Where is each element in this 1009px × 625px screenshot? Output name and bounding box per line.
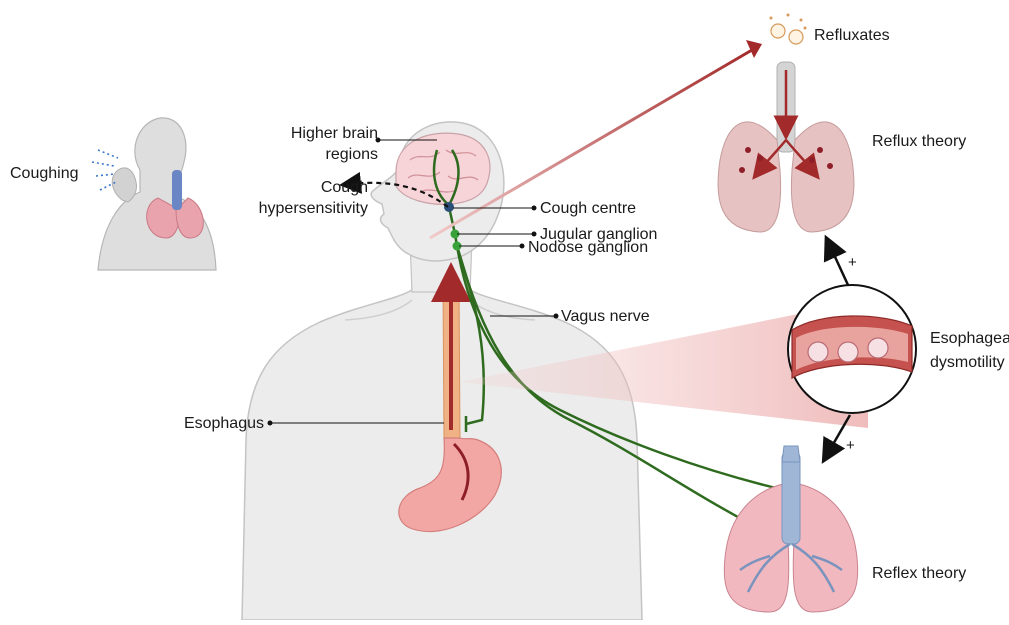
higher-brain-label-line1: Higher brain: [291, 125, 378, 142]
cough-centre-node: [444, 202, 454, 212]
reflux-theory-label: Reflux theory: [872, 133, 966, 150]
reflex-theory-label: Reflex theory: [872, 565, 966, 582]
esophagus-tube: [443, 282, 460, 440]
esophageal-dysmotility-inset: [788, 285, 916, 413]
refluxates-label: Refluxates: [814, 27, 890, 44]
lungs-icon-reflex: [724, 446, 858, 612]
coughing-person-icon: [92, 118, 216, 270]
plus-sign-reflux: +: [848, 254, 857, 271]
arrow-to-reflux-theory: [830, 246, 848, 285]
coughing-label: Coughing: [10, 165, 79, 182]
cough-hypersensitivity-label-line1: Cough: [321, 179, 368, 196]
esophageal-dysmotility-label-line1: Esophageal: [930, 330, 1009, 347]
vagus-nerve-label: Vagus nerve: [561, 308, 650, 325]
brain-icon: [396, 133, 490, 204]
higher-brain-label-line2: regions: [326, 146, 378, 163]
droplet-icon: [770, 14, 807, 45]
lungs-icon-reflux: [718, 62, 854, 232]
cough-hypersensitivity-label-line2: hypersensitivity: [259, 200, 368, 217]
nodose-ganglion-label: Nodose ganglion: [528, 239, 648, 256]
esophagus-label: Esophagus: [184, 415, 264, 432]
cough-centre-label: Cough centre: [540, 200, 636, 217]
esophageal-dysmotility-label-line2: dysmotility: [930, 354, 1005, 371]
plus-sign-reflex: +: [846, 437, 855, 454]
reflux-arrow-head: [746, 40, 762, 58]
